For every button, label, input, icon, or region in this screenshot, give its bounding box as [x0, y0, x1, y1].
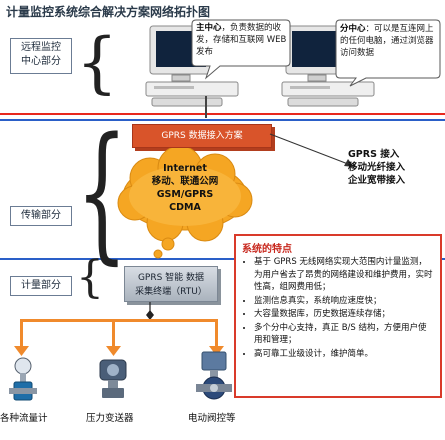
- access-arrow: [269, 133, 354, 167]
- flowmeter-icon: [9, 357, 37, 401]
- device-label-pressure: 压力变送器: [86, 413, 134, 424]
- feature-item: 基于 GPRS 无线网络实现大范围内计量监测，为用户省去了昂贵的网络建设和维护费…: [254, 256, 434, 294]
- access-options: GPRS 接入 移动光纤接入 企业宽带接入: [348, 148, 405, 187]
- feature-item: 监测信息真实，系统响应速度快；: [254, 295, 434, 308]
- gprs-access-box: GPRS 数据接入方案: [132, 124, 272, 148]
- device-label-flowmeter: 各种流量计: [0, 413, 48, 424]
- feature-item: 高可靠工业级设计，维护简单。: [254, 348, 434, 361]
- main-center-bubble: 主中心，负责数据的收发，存储和互联网 WEB 发布: [196, 23, 287, 57]
- access-option-broadband: 企业宽带接入: [348, 175, 406, 186]
- region-remote-label: 远程监控 中心部分: [10, 38, 72, 74]
- brace-metering: {: [76, 252, 104, 303]
- brace-transmission: {: [76, 106, 128, 278]
- device-label-valve: 电动阀控等: [188, 413, 236, 424]
- features-title: 系统的特点: [242, 244, 292, 255]
- access-option-fiber: 移动光纤接入: [348, 162, 406, 173]
- feature-item: 多个分中心支持，真正 B/S 结构，方便用户使用和管理；: [254, 322, 434, 347]
- device-connectors: [14, 302, 224, 356]
- diagram-title: 计量监控系统综合解决方案网络拓扑图: [6, 5, 211, 19]
- brace-remote: {: [76, 24, 118, 101]
- feature-item: 大容量数据库，历史数据连续存储；: [254, 308, 434, 321]
- top-red-line: [0, 113, 445, 115]
- main-center-bubble-shape: [191, 19, 291, 80]
- region-metering-label: 计量部分: [10, 276, 72, 296]
- top-blue-line: [0, 119, 445, 121]
- sub-center-bubble: 分中心：可以是互连网上的任何电脑，通过浏览器访问数据: [340, 24, 434, 58]
- rtu-box: GPRS 智能 数据 采集终端（RTU）: [124, 266, 218, 302]
- features-list: 基于 GPRS 无线网络实现大范围内计量监测，为用户省去了昂贵的网络建设和维护费…: [242, 256, 434, 360]
- sub-center-bubble-shape: [335, 19, 441, 87]
- internet-cloud-shape: [117, 148, 253, 259]
- computer-link-line: [205, 96, 207, 118]
- sub-center-computer-icon: [281, 25, 375, 107]
- access-option-gprs: GPRS 接入: [348, 149, 400, 160]
- features-box: 系统的特点 基于 GPRS 无线网络实现大范围内计量监测，为用户省去了昂贵的网络…: [234, 234, 442, 398]
- bottom-blue-line: [0, 258, 445, 260]
- region-transmission-label: 传输部分: [10, 206, 72, 226]
- internet-cloud: Internet 移动、联通公网 GSM/GPRS CDMA: [151, 163, 219, 213]
- electric-valve-icon: [196, 351, 232, 400]
- pressure-transmitter-icon: [99, 359, 127, 398]
